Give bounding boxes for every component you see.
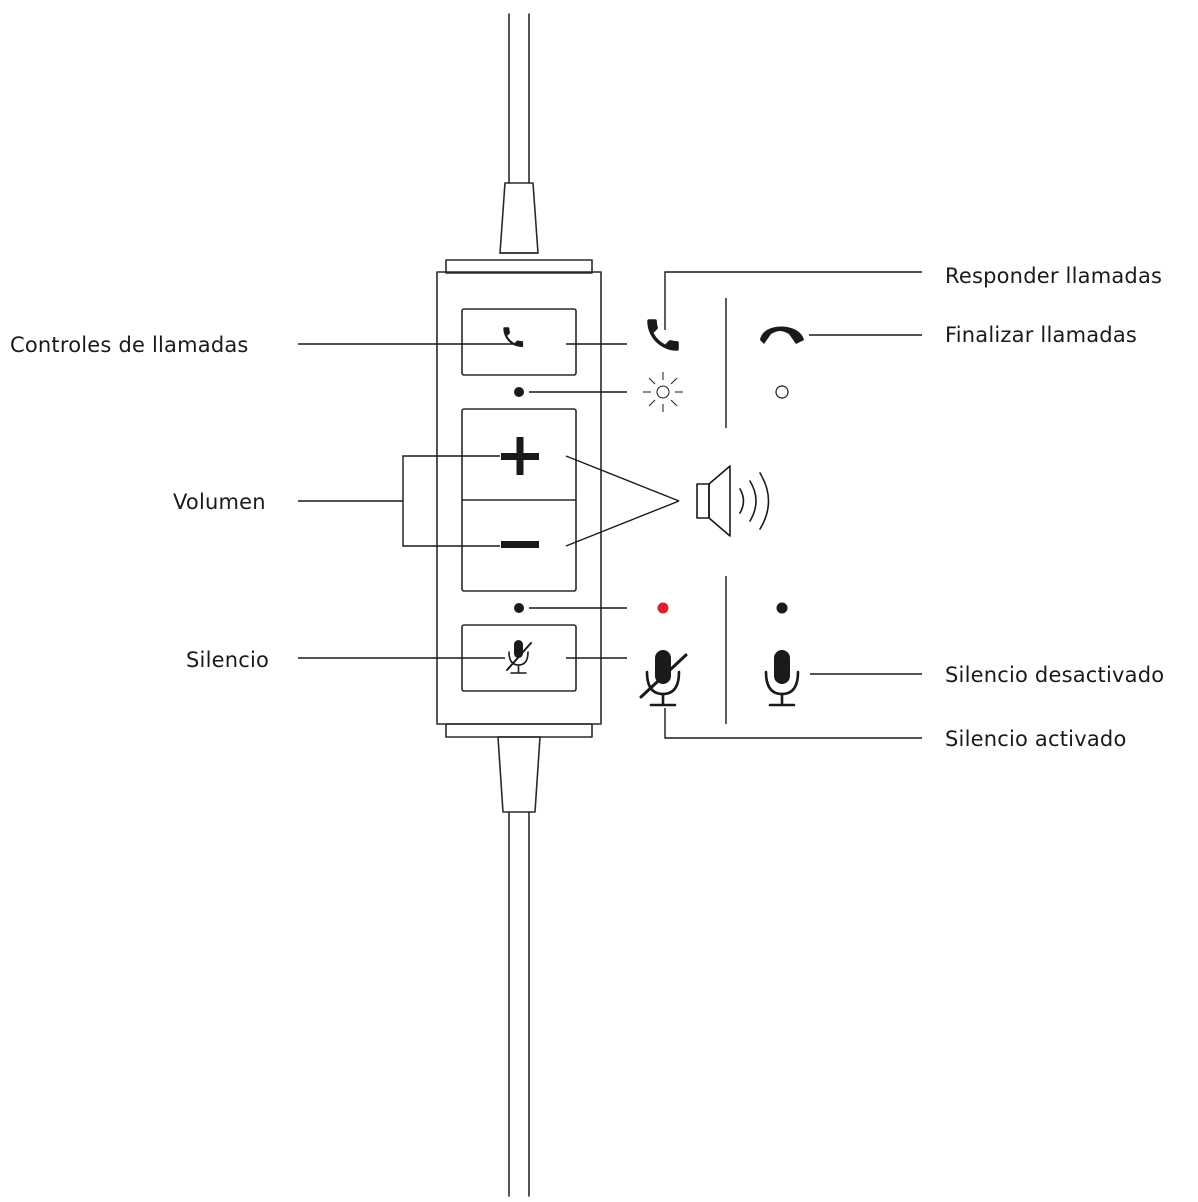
call-led [514,387,524,397]
label-call-controls: Controles de llamadas [10,333,249,357]
label-mute: Silencio [186,648,270,672]
volume-rocker[interactable] [461,408,577,592]
led-red-icon [657,602,669,614]
label-answer-calls: Responder llamadas [945,264,1163,288]
label-end-calls: Finalizar llamadas [945,323,1138,347]
phone-icon [503,327,524,348]
led-off-icon [775,385,789,399]
minus-icon [501,541,539,548]
mic-icon [764,650,800,707]
plus-icon [501,437,539,475]
cable-bottom [497,736,541,1197]
label-mute-off: Silencio desactivado [945,663,1165,687]
cable-top [499,13,539,254]
leader-lines [298,271,922,739]
led-blink-icon [643,372,683,412]
answer-phone-icon [647,319,679,351]
led-black-icon [776,602,788,614]
label-volume: Volumen [173,490,266,514]
speaker-icon [696,465,770,537]
mic-muted-icon [506,640,532,674]
mic-muted-large-icon [639,650,688,707]
mute-led [514,603,524,613]
label-mute-on: Silencio activado [945,727,1127,751]
call-button[interactable] [461,308,577,376]
remote-body [436,259,602,738]
hang-up-icon [760,326,804,344]
